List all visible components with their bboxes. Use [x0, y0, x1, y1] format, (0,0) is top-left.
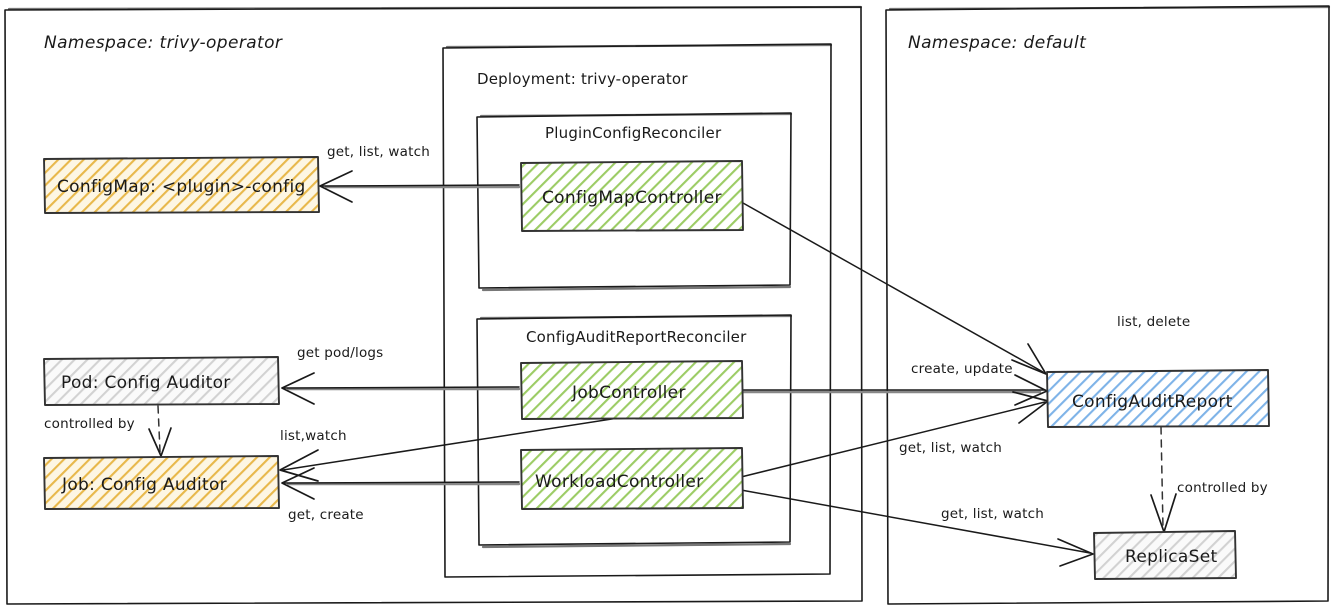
edge-label-e5: get, create — [288, 507, 364, 523]
namespace-trivy-operator-label: Namespace: trivy-operator — [44, 33, 283, 53]
edge-label-e6: create, update — [911, 361, 1013, 377]
group-plugin-config-reconciler-label: PluginConfigReconciler — [545, 124, 722, 142]
node-job[interactable]: Job: Config Auditor — [43, 455, 280, 510]
node-replicaset-label: ReplicaSet — [1125, 547, 1217, 567]
node-replicaset[interactable]: ReplicaSet — [1093, 530, 1237, 580]
edge-get-list-watch-configauditreport: get, list, watch — [740, 391, 1049, 478]
edge-label-e9: controlled by — [44, 416, 135, 432]
edge-label-e3: get pod/logs — [297, 345, 383, 361]
node-configmapcontroller-label: ConfigMapController — [542, 188, 722, 208]
edge-label-e4: list,watch — [280, 428, 347, 444]
edge-controlled-by-report-replicaset: controlled by — [1150, 426, 1268, 533]
node-pod-label: Pod: Config Auditor — [61, 373, 231, 393]
edge-label-e10: controlled by — [1177, 480, 1268, 496]
node-job-label: Job: Config Auditor — [61, 475, 227, 495]
group-deployment: Deployment: trivy-operator — [442, 43, 833, 578]
node-configmap-label: ConfigMap: <plugin>-config — [57, 177, 306, 197]
group-config-audit-report-reconciler: ConfigAuditReportReconciler — [476, 314, 793, 549]
node-configauditreport-label: ConfigAuditReport — [1072, 392, 1233, 412]
edge-label-e1: get, list, watch — [327, 144, 430, 160]
group-deployment-label: Deployment: trivy-operator — [477, 70, 688, 88]
edge-label-e8: get, list, watch — [941, 506, 1044, 522]
node-configauditreport[interactable]: ConfigAuditReport — [1046, 369, 1270, 428]
node-configmapcontroller[interactable]: ConfigMapController — [520, 160, 744, 232]
edge-create-update-configauditreport: create, update — [741, 361, 1048, 406]
edge-list-delete-configauditreport: list, delete — [742, 202, 1190, 375]
edge-controlled-by-pod-job: controlled by — [44, 405, 172, 457]
edge-get-list-watch-replicaset: get, list, watch — [740, 489, 1094, 567]
node-pod[interactable]: Pod: Config Auditor — [43, 356, 280, 406]
namespace-default-label: Namespace: default — [908, 33, 1087, 53]
namespace-trivy-operator: Namespace: trivy-operator — [4, 5, 863, 605]
node-workloadcontroller-label: WorkloadController — [535, 472, 703, 492]
node-configmap[interactable]: ConfigMap: <plugin>-config — [43, 156, 320, 214]
node-jobcontroller[interactable]: JobController — [520, 360, 744, 420]
edge-label-e7: get, list, watch — [899, 440, 1002, 456]
edge-get-pod-logs: get pod/logs — [281, 345, 521, 405]
edge-get-create-job: get, create — [281, 467, 521, 523]
namespace-default: Namespace: default — [885, 5, 1331, 605]
group-plugin-config-reconciler: PluginConfigReconciler — [476, 112, 793, 292]
node-workloadcontroller[interactable]: WorkloadController — [520, 447, 744, 510]
edge-get-list-watch-configmap: get, list, watch — [319, 144, 521, 203]
node-jobcontroller-label: JobController — [571, 383, 686, 403]
edge-label-e2: list, delete — [1117, 314, 1190, 330]
group-config-audit-report-reconciler-label: ConfigAuditReportReconciler — [526, 328, 747, 346]
